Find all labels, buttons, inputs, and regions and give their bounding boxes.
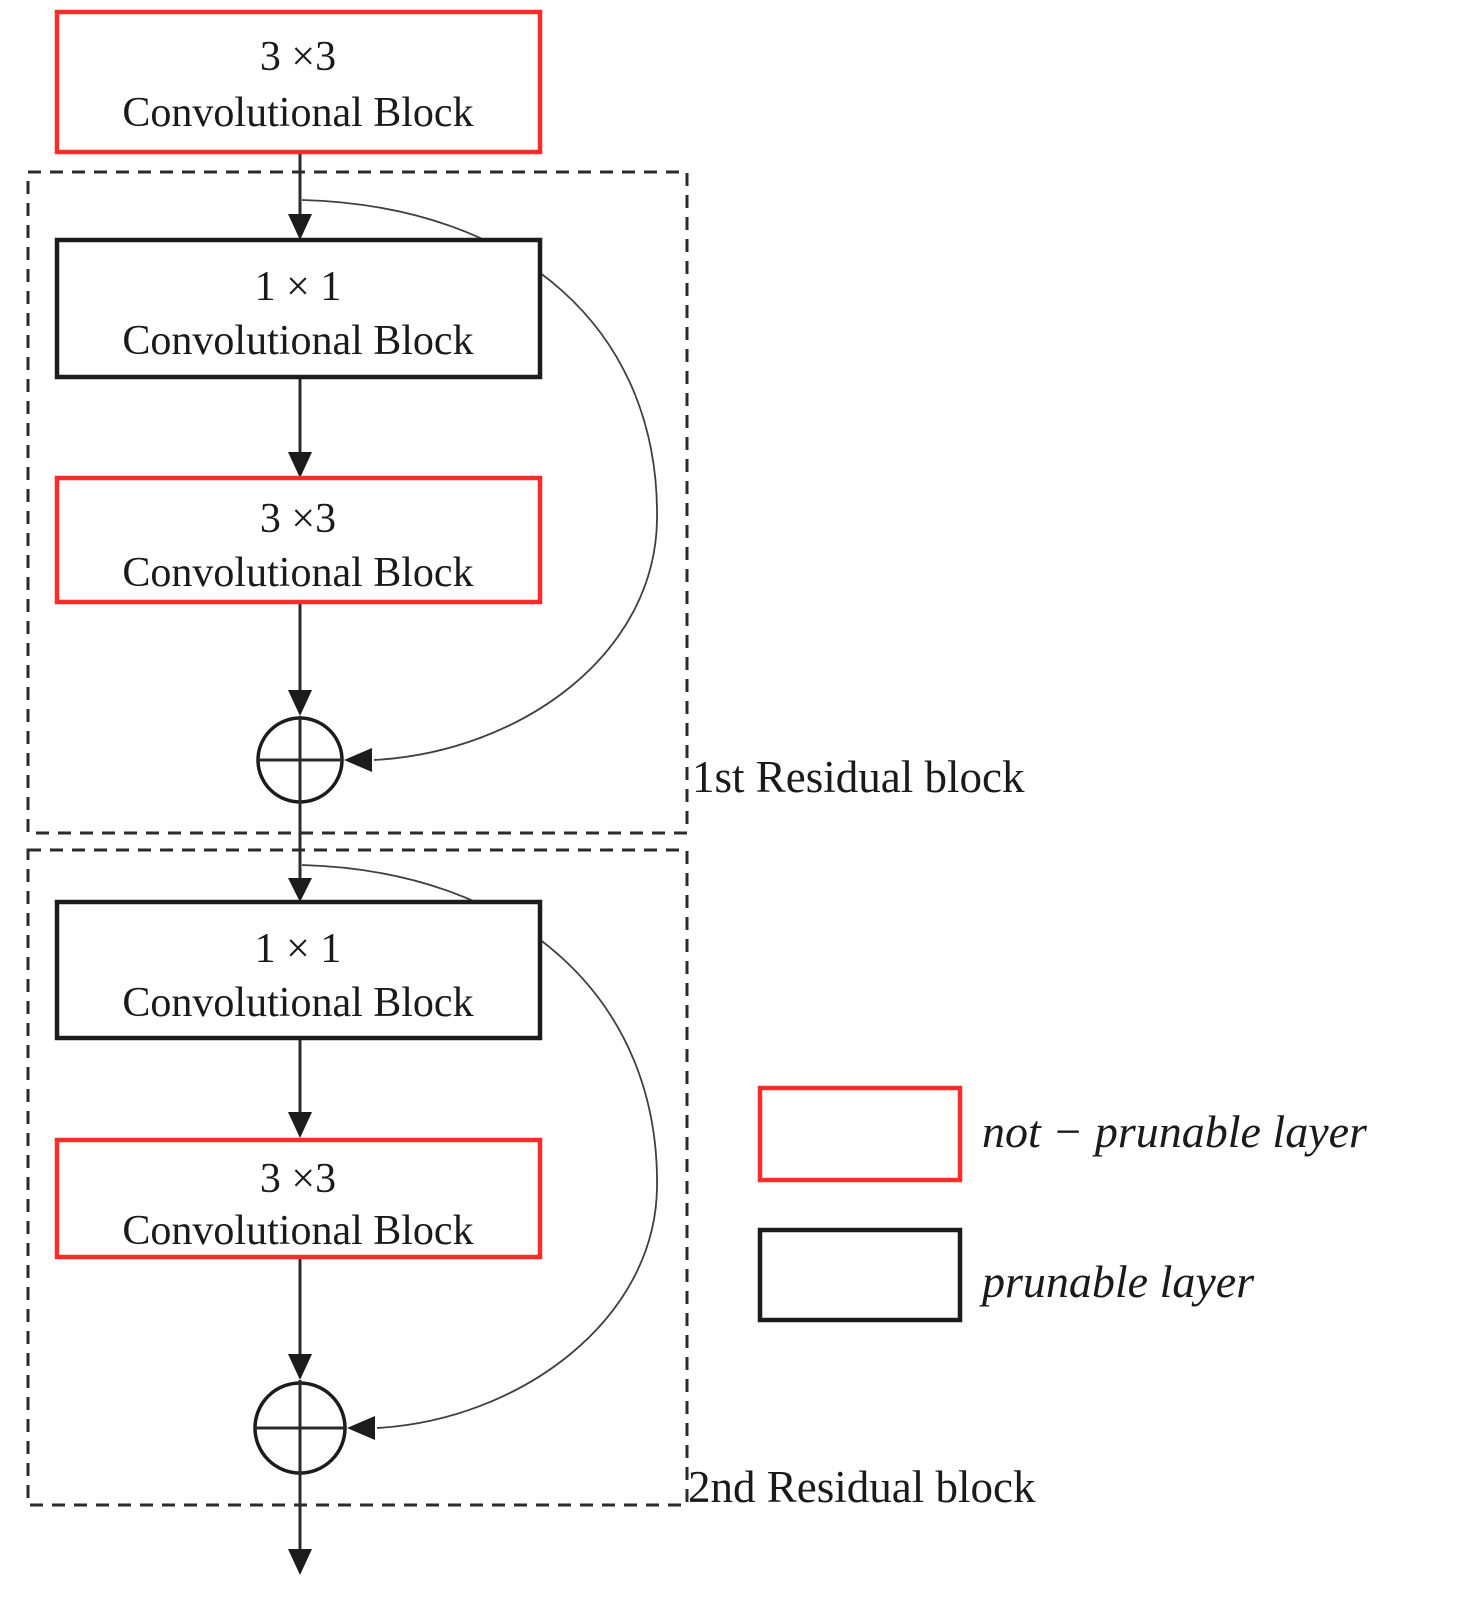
conv-block-input-3x3-size: 3 ×3	[260, 34, 336, 80]
conv-block-1x1-residual-2-outline	[54, 899, 543, 1041]
conv-block-input-3x3: 3 ×3 Convolutional Block	[54, 9, 543, 155]
conv-block-1x1-residual-2: 1 × 1 Convolutional Block	[54, 899, 543, 1041]
conv-block-1x1-residual-1-label: Convolutional Block	[122, 318, 473, 364]
conv-block-1x1-residual-1-outline	[54, 237, 543, 380]
arrowhead-conv1x1-1-to-conv3x3-1	[288, 452, 312, 478]
conv-block-3x3-residual-1-size: 3 ×3	[260, 496, 336, 542]
residual-block-1-caption: 1st Residual block	[692, 752, 1025, 802]
conv-block-3x3-residual-1: 3 ×3 Convolutional Block	[54, 475, 543, 605]
arrowhead-input-to-conv1x1-1	[288, 214, 312, 240]
conv-block-3x3-residual-2-label: Convolutional Block	[122, 1208, 473, 1254]
conv-block-3x3-residual-1-outline	[54, 475, 543, 605]
conv-block-1x1-residual-2-size: 1 × 1	[255, 926, 342, 972]
legend-not-prunable-swatch	[757, 1085, 963, 1183]
residual-block-2-caption: 2nd Residual block	[688, 1462, 1036, 1512]
conv-block-1x1-residual-1-size: 1 × 1	[255, 264, 342, 310]
conv-block-input-3x3-label: Convolutional Block	[122, 90, 473, 136]
skip-arrowhead-1	[344, 748, 372, 772]
conv-block-3x3-residual-1-label: Convolutional Block	[122, 550, 473, 596]
arrowhead-output	[288, 1549, 312, 1575]
conv-block-3x3-residual-2-size: 3 ×3	[260, 1156, 336, 1202]
arrowhead-sum-1-to-conv1x1-2	[288, 878, 312, 902]
skip-connection-curve-1	[301, 199, 658, 761]
arrowhead-conv3x3-2-to-sum-2	[288, 1354, 312, 1380]
skip-arrowhead-2	[347, 1416, 375, 1440]
arrowhead-conv3x3-1-to-sum-1	[288, 690, 312, 716]
legend-prunable-label: prunable layer	[979, 1256, 1255, 1307]
conv-block-3x3-residual-2-outline	[54, 1137, 543, 1260]
conv-block-input-3x3-outline	[54, 9, 543, 155]
legend-not-prunable-label: not − prunable layer	[982, 1106, 1368, 1157]
conv-block-1x1-residual-2-label: Convolutional Block	[122, 980, 473, 1026]
legend-prunable-swatch	[757, 1227, 963, 1323]
arrowhead-conv1x1-2-to-conv3x3-2	[288, 1112, 312, 1138]
conv-block-1x1-residual-1: 1 × 1 Convolutional Block	[54, 237, 543, 380]
conv-block-3x3-residual-2: 3 ×3 Convolutional Block	[54, 1137, 543, 1260]
legend: not − prunable layer prunable layer	[757, 1085, 1368, 1323]
residual-block-2-boundary	[26, 848, 689, 1507]
